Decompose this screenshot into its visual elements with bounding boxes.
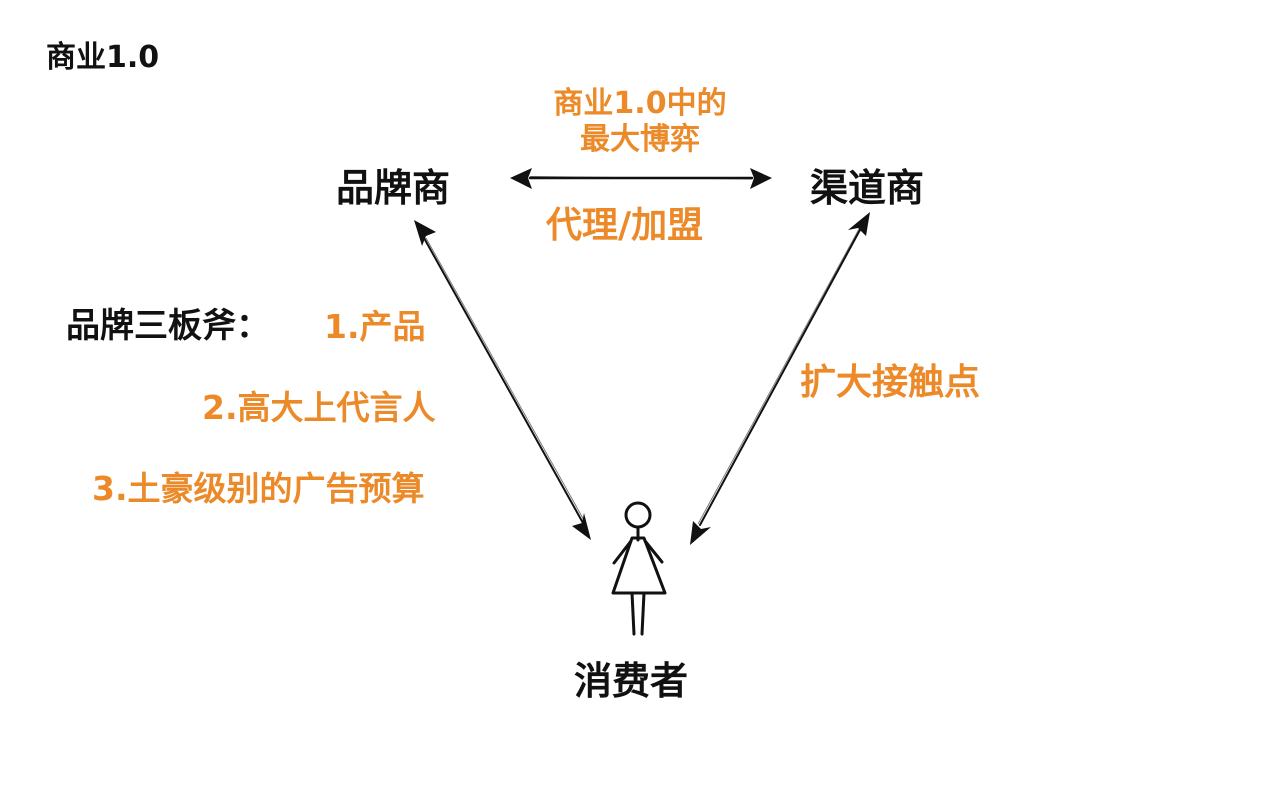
arrowhead-left-icon xyxy=(510,168,532,189)
arrowhead-down-right-icon xyxy=(572,513,591,540)
brand-axes-item: 1.产品 xyxy=(324,307,426,346)
arrowhead-up-right-icon xyxy=(848,212,870,236)
arrowhead-up-left-icon xyxy=(414,220,436,246)
brand-axes-item: 3.土豪级别的广告预算 xyxy=(92,469,425,508)
edge-label-agency: 代理/加盟 xyxy=(546,205,704,246)
arrowhead-right-icon xyxy=(750,168,772,189)
arrow-brand-consumer xyxy=(414,220,591,540)
brand-axes-item: 2.高大上代言人 xyxy=(202,388,436,427)
node-channel: 渠道商 xyxy=(810,166,925,210)
arrow-brand-channel xyxy=(510,168,772,189)
page-title: 商业1.0 xyxy=(46,40,160,75)
edge-label-biggest-game: 商业1.0中的 最大博弈 xyxy=(520,86,760,158)
person-figure-icon xyxy=(611,501,667,636)
brand-axes-heading: 品牌三板斧： xyxy=(66,306,270,346)
arrow-channel-consumer xyxy=(690,212,870,545)
edge-label-touchpoints: 扩大接触点 xyxy=(800,362,981,403)
node-brand: 品牌商 xyxy=(336,166,451,210)
edge-label-biggest-game-text: 商业1.0中的 最大博弈 xyxy=(553,86,727,157)
arrowhead-down-left-icon xyxy=(690,521,711,545)
node-consumer: 消费者 xyxy=(574,659,689,703)
